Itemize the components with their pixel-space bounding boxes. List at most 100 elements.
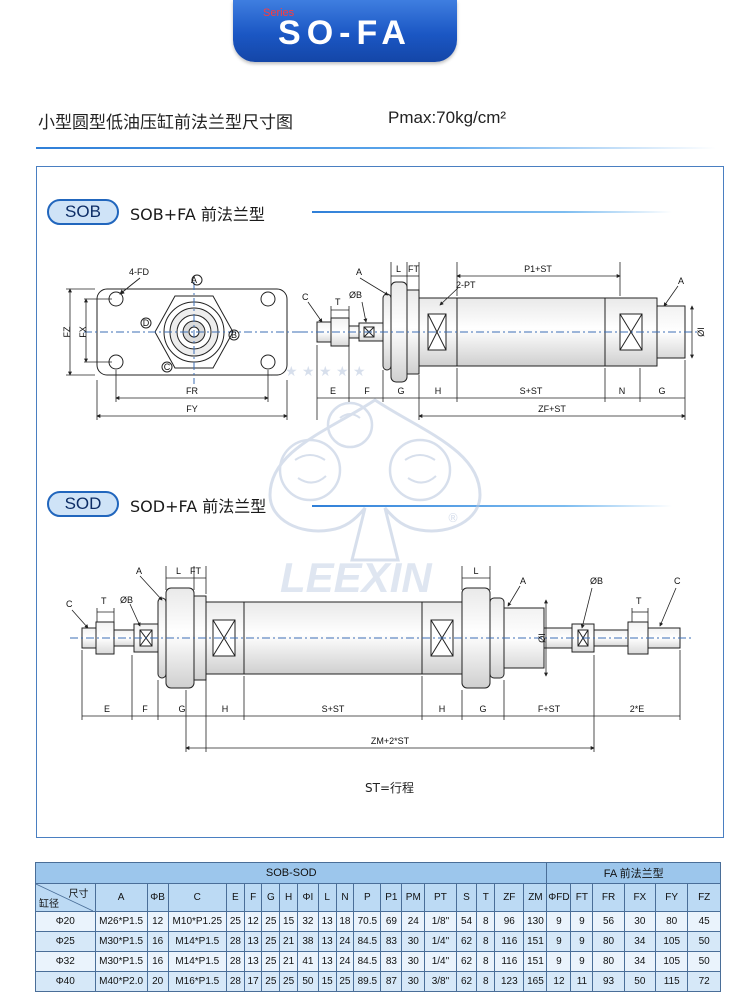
table-cell: 28: [226, 931, 245, 952]
column-header: A: [94, 883, 148, 912]
table-cell: 34: [623, 931, 657, 952]
sod-label-l-right: L: [473, 566, 478, 576]
sod-label-g-right: G: [479, 704, 486, 714]
table-cell: 8: [476, 971, 496, 992]
label-fy: FY: [186, 404, 198, 414]
column-header: T: [476, 883, 496, 912]
table-cell: 17: [243, 971, 263, 992]
table-cell: 41: [296, 951, 319, 972]
table-cell: 25: [261, 931, 281, 952]
label-b-circle: B: [231, 330, 237, 340]
table-cell: 12: [146, 911, 169, 932]
table-cell: 28: [226, 971, 245, 992]
table-cell: M14*P1.5: [167, 931, 228, 952]
series-label: Series: [263, 7, 295, 19]
table-cell: 13: [317, 931, 337, 952]
table-cell: 105: [654, 951, 689, 972]
table-cell: 15: [317, 971, 337, 992]
table-cell: 45: [687, 911, 721, 932]
table-cell: 54: [455, 911, 478, 932]
diag-label-size: 尺寸: [68, 889, 89, 900]
table-cell: 93: [592, 971, 625, 992]
sod-label-f-st: F+ST: [538, 704, 561, 714]
table-cell: 9: [570, 951, 594, 972]
table-cell: 9: [546, 911, 572, 932]
column-header: S: [455, 883, 478, 912]
table-cell: 80: [592, 951, 625, 972]
sob-label-g: G: [397, 386, 404, 396]
table-cell: 80: [592, 931, 625, 952]
table-cell: 56: [592, 911, 625, 932]
label-fr: FR: [186, 386, 198, 396]
table-cell: 50: [623, 971, 657, 992]
column-header: FT: [570, 883, 594, 912]
sod-cylinder-side-view: [70, 587, 692, 689]
bore-cell: Φ40: [35, 971, 96, 992]
table-cell: 13: [243, 931, 263, 952]
table-cell: 1/8": [424, 911, 457, 932]
drawing-frame: [36, 166, 724, 838]
table-cell: 24: [335, 951, 355, 972]
series-title: SO-FA: [278, 14, 412, 52]
table-cell: 151: [523, 931, 548, 952]
sod-label-phi-i: ØI: [537, 633, 547, 643]
sod-label-phi-b: ØB: [120, 595, 133, 605]
table-cell: M40*P2.0: [94, 971, 148, 992]
table-cell: 16: [146, 951, 169, 972]
sod-label-t: T: [101, 596, 107, 606]
column-header: ZM: [523, 883, 548, 912]
sob-label-s-st: S+ST: [520, 386, 543, 396]
table-cell: 30: [401, 931, 426, 952]
sob-label-n: N: [619, 386, 626, 396]
brand-logo-watermark: ★ ★ ★ ★ ★ ★ LEEXIN ®: [268, 364, 482, 601]
table-cell: 9: [546, 951, 572, 972]
sod-label-h: H: [222, 704, 229, 714]
table-cell: 13: [317, 911, 337, 932]
column-header: P1: [380, 883, 403, 912]
table-cell: 62: [455, 951, 478, 972]
sod-label-phi-b-right: ØB: [590, 576, 603, 586]
table-cell: 130: [523, 911, 548, 932]
table-cell: 50: [687, 951, 721, 972]
table-cell: 8: [476, 911, 496, 932]
bore-cell: Φ32: [35, 951, 96, 972]
table-cell: 18: [335, 911, 355, 932]
section-badge-sob: SOB: [47, 199, 119, 225]
table-cell: 69: [380, 911, 403, 932]
sod-label-a-right: A: [520, 576, 526, 586]
table-cell: 165: [523, 971, 548, 992]
column-header: FR: [592, 883, 625, 912]
table-cell: 105: [654, 931, 689, 952]
sod-label-g: G: [178, 704, 185, 714]
sob-label-t: T: [335, 297, 341, 307]
sod-label-a: A: [136, 566, 142, 576]
group-header-fa: FA 前法兰型: [546, 862, 721, 884]
table-cell: 13: [243, 951, 263, 972]
table-cell: 151: [523, 951, 548, 972]
column-header: PM: [401, 883, 426, 912]
table-cell: 28: [226, 951, 245, 972]
table-cell: 83: [380, 931, 403, 952]
table-cell: 50: [296, 971, 319, 992]
table-cell: 8: [476, 951, 496, 972]
column-header: FY: [654, 883, 689, 912]
section-divider-sob: [312, 211, 672, 213]
table-cell: 8: [476, 931, 496, 952]
sod-label-zm: ZM+2*ST: [371, 736, 410, 746]
sod-label-e: E: [104, 704, 110, 714]
sob-label-phi-i: ØI: [696, 327, 706, 337]
section-title-sod: SOD+FA 前法兰型: [130, 497, 267, 516]
sob-label-ft: FT: [408, 264, 419, 274]
sob-label-f: F: [364, 386, 370, 396]
diagonal-line: [36, 884, 93, 911]
sob-label-c: C: [302, 292, 309, 302]
sob-label-a-right: A: [678, 276, 684, 286]
table-cell: 38: [296, 931, 319, 952]
table-cell: 96: [494, 911, 525, 932]
table-cell: 70.5: [353, 911, 382, 932]
table-cell: 30: [623, 911, 657, 932]
